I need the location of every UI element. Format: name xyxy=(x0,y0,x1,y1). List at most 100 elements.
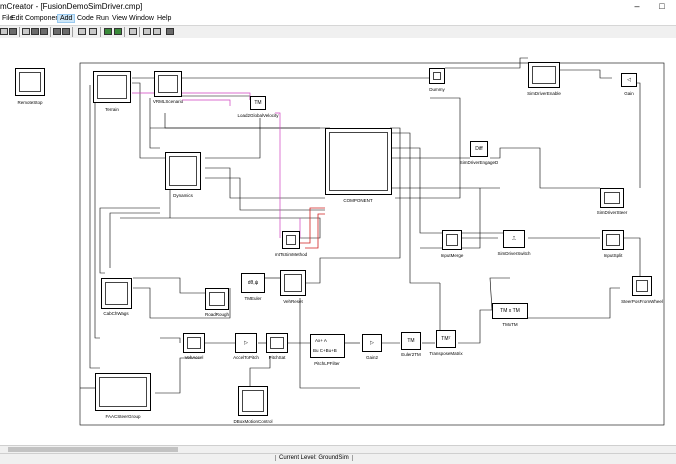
switch-icon: ⎍ xyxy=(512,236,516,242)
toolbar xyxy=(0,25,676,39)
new-icon[interactable] xyxy=(0,28,8,35)
block-tm-euler[interactable]: dθ,ψ xyxy=(241,273,265,293)
block-cab-chwags[interactable] xyxy=(101,278,132,309)
block-terrain[interactable] xyxy=(93,71,131,103)
block-label: VRMLScenario xyxy=(152,99,184,104)
menu-help[interactable]: Help xyxy=(157,15,172,22)
block-label: PitchLPFilter xyxy=(314,361,340,366)
block-label: COMPONENT xyxy=(343,198,373,203)
block-label: RoadRough xyxy=(204,312,230,317)
chart-icon[interactable] xyxy=(78,28,86,35)
block-label: TMEuler xyxy=(244,296,262,301)
toolbar-separator xyxy=(50,27,51,37)
menu-code[interactable]: Code xyxy=(77,15,94,22)
block-text: TMᵀ xyxy=(441,336,451,342)
diagram-canvas[interactable]: RemoteStop Terrain VRMLScenario TM Load2… xyxy=(0,38,676,445)
block-load2global[interactable]: TM xyxy=(250,96,266,110)
block-text: Ax+ A xyxy=(315,338,327,343)
block-text: TM xyxy=(407,338,415,344)
block-tm-x-tm[interactable]: TM x TM xyxy=(492,303,528,319)
save-icon[interactable] xyxy=(9,28,17,35)
toolbar-separator xyxy=(19,27,20,37)
paste-icon[interactable] xyxy=(40,28,48,35)
horizontal-scrollbar[interactable] xyxy=(0,445,676,454)
block-input-split[interactable] xyxy=(602,230,624,250)
block-vrml-scenario[interactable] xyxy=(154,71,182,97)
block-transpose-matrix[interactable]: TMᵀ xyxy=(436,330,456,348)
block-label: Euler2TM xyxy=(401,352,421,357)
block-label: DBoxMotionControl xyxy=(233,419,273,424)
block-label: PitchSat xyxy=(268,355,286,360)
block-pitch-sat[interactable] xyxy=(266,333,288,353)
block-faac-steer[interactable] xyxy=(95,373,151,411)
block-euler2tm[interactable]: TM xyxy=(401,332,421,350)
block-label: SimDriverEngageD xyxy=(459,160,499,165)
block-text: Bu C+Bu+B xyxy=(313,348,337,353)
menu-window[interactable]: Window xyxy=(129,15,154,22)
block-label: Terrain xyxy=(105,107,119,112)
block-veh-reset[interactable] xyxy=(280,270,306,296)
block-input-merge[interactable] xyxy=(442,230,462,250)
scope-icon[interactable] xyxy=(143,28,151,35)
block-text: Diff xyxy=(475,146,483,152)
wrench-icon[interactable] xyxy=(62,28,70,35)
block-mtts[interactable] xyxy=(282,231,300,249)
block-sim-driver-steer[interactable] xyxy=(600,188,624,208)
menu-file[interactable]: File xyxy=(2,15,14,22)
window-title: mCreator - [FusionDemoSimDriver.cmp] xyxy=(0,2,143,11)
block-steer-pos[interactable] xyxy=(632,276,652,296)
block-label: AccelToPitch xyxy=(233,355,259,360)
block-component[interactable] xyxy=(325,128,392,195)
block-diff[interactable]: Diff xyxy=(470,141,488,157)
block-dynamics[interactable] xyxy=(165,152,201,190)
block-label: VehAccel xyxy=(184,355,204,360)
copy-icon[interactable] xyxy=(31,28,39,35)
cut-icon[interactable] xyxy=(22,28,30,35)
print-icon[interactable] xyxy=(53,28,61,35)
toolbar-separator xyxy=(72,27,73,37)
bars-icon[interactable] xyxy=(89,28,97,35)
block-text: TM x TM xyxy=(500,308,520,314)
toolbar-separator xyxy=(139,27,140,37)
block-remote-stop[interactable] xyxy=(15,68,45,96)
minimize-icon[interactable]: – xyxy=(634,1,640,11)
plot-icon[interactable] xyxy=(153,28,161,35)
run-icon[interactable] xyxy=(104,28,112,35)
home-icon[interactable] xyxy=(129,28,137,35)
block-label: InputMerge xyxy=(440,253,464,258)
block-gain[interactable]: ◁ xyxy=(621,73,637,87)
block-label: FAACSteerGroup xyxy=(105,414,141,419)
block-text: TM xyxy=(254,100,262,106)
menu-view[interactable]: View xyxy=(112,15,128,22)
block-dummy[interactable] xyxy=(429,68,445,84)
block-label: Gain xyxy=(624,91,634,96)
menu-bar: File Edit Component Add Code Run View Wi… xyxy=(0,14,676,25)
menu-edit[interactable]: Edit xyxy=(11,15,24,22)
menu-run[interactable]: Run xyxy=(96,15,109,22)
title-bar: mCreator - [FusionDemoSimDriver.cmp] – □ xyxy=(0,0,676,14)
block-dbox-motion[interactable] xyxy=(238,386,268,416)
block-pitch-lpf[interactable]: Ax+ A Bu C+Bu+B xyxy=(310,334,345,358)
block-sim-driver-switch[interactable]: ⎍ xyxy=(503,230,525,248)
run-step-icon[interactable] xyxy=(114,28,122,35)
block-label: Dynamics xyxy=(173,193,193,198)
block-veh-accel[interactable] xyxy=(183,333,205,353)
block-label: VehReset xyxy=(283,299,303,304)
scroll-thumb[interactable] xyxy=(8,447,178,452)
maximize-icon[interactable]: □ xyxy=(659,1,665,11)
block-road-rough[interactable] xyxy=(205,288,229,310)
status-bar: Current Level: GroundSim xyxy=(0,453,676,464)
block-text: dθ,ψ xyxy=(247,280,259,286)
block-gain2[interactable]: ▷ xyxy=(362,334,382,352)
triangle-icon: ▷ xyxy=(244,340,248,346)
block-sim-driver-enable[interactable] xyxy=(528,62,560,88)
triangle-icon: ◁ xyxy=(627,77,631,83)
block-label: TransposeMatrix xyxy=(429,351,463,356)
menu-add[interactable]: Add xyxy=(56,14,76,23)
menu-component[interactable]: Component xyxy=(25,15,62,22)
back-arrow-icon[interactable] xyxy=(166,28,174,35)
toolbar-separator xyxy=(100,27,101,37)
block-label: SimDriverSwitch xyxy=(497,251,531,256)
block-accel-to-pitch[interactable]: ▷ xyxy=(235,333,257,353)
block-label: SimDriverEnable xyxy=(527,91,561,96)
